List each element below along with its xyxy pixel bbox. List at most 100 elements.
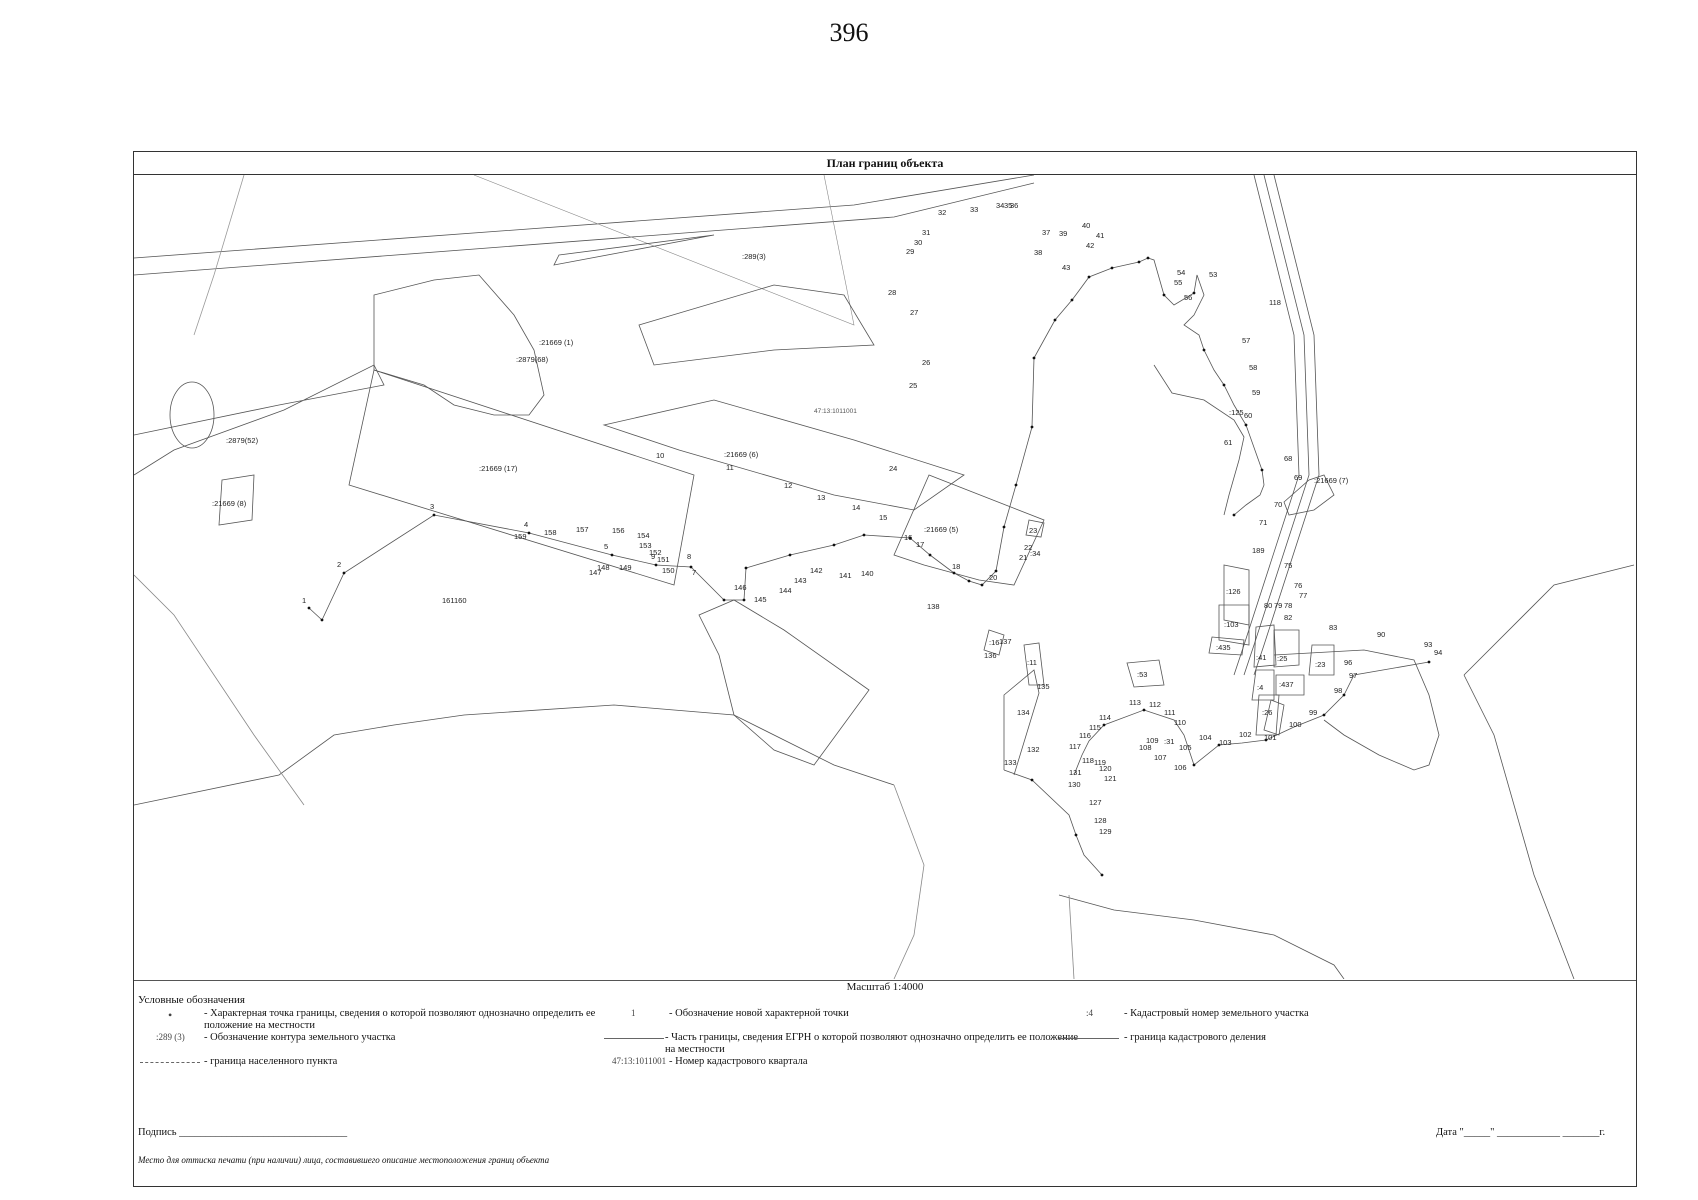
svg-text:12: 12 [784, 481, 792, 490]
svg-text:60: 60 [1244, 411, 1252, 420]
parcel-label: :125 [1229, 408, 1244, 417]
svg-text:82: 82 [1284, 613, 1292, 622]
parcel-label: :25 [1277, 654, 1287, 663]
svg-text:161: 161 [442, 596, 455, 605]
parcel-label: :21669 (5) [924, 525, 959, 534]
svg-text:141: 141 [839, 571, 852, 580]
svg-text:118: 118 [1269, 298, 1281, 307]
svg-text:43: 43 [1062, 263, 1070, 272]
svg-text:97: 97 [1349, 671, 1357, 680]
svg-text:142: 142 [810, 566, 823, 575]
svg-text:41: 41 [1096, 231, 1104, 240]
cadastral-quarter-label: 47:13:1011001 [814, 408, 857, 415]
svg-text:110: 110 [1174, 718, 1186, 727]
svg-text:80: 80 [1264, 601, 1272, 610]
parcel-label: :435 [1216, 643, 1231, 652]
svg-text:56: 56 [1184, 293, 1192, 302]
legend-egrn: - Часть границы, сведения ЕГРН о которой… [665, 1032, 1078, 1055]
svg-text:28: 28 [888, 288, 896, 297]
svg-text:11: 11 [726, 463, 734, 472]
parcel-label: :21669 (8) [212, 499, 247, 508]
svg-text:129: 129 [1099, 827, 1112, 836]
svg-text:27: 27 [910, 308, 918, 317]
svg-text:15: 15 [879, 513, 887, 522]
parcel-label: :2879(52) [226, 436, 259, 445]
svg-text:20: 20 [989, 573, 997, 582]
svg-text:57: 57 [1242, 336, 1250, 345]
svg-text:78: 78 [1284, 601, 1292, 610]
svg-text:150: 150 [662, 566, 675, 575]
svg-text:59: 59 [1252, 388, 1260, 397]
svg-text:138: 138 [927, 602, 940, 611]
cad-division-line-icon [1059, 1038, 1119, 1039]
svg-text:2: 2 [337, 560, 341, 569]
svg-text:94: 94 [1434, 648, 1442, 657]
svg-text:53: 53 [1209, 270, 1217, 279]
svg-text:32: 32 [938, 208, 946, 217]
svg-text:157: 157 [576, 525, 589, 534]
svg-text:100: 100 [1289, 720, 1302, 729]
svg-text:79: 79 [1274, 601, 1282, 610]
svg-text:68: 68 [1284, 454, 1292, 463]
legend-new-point-symbol: 1 [631, 1008, 636, 1018]
parcel-label: :31 [1164, 737, 1174, 746]
svg-text:154: 154 [637, 531, 650, 540]
svg-text:133: 133 [1004, 758, 1017, 767]
svg-text:77: 77 [1299, 591, 1307, 600]
plan-title: План границ объекта [134, 152, 1636, 175]
svg-text:69: 69 [1294, 473, 1302, 482]
svg-text:1: 1 [302, 596, 306, 605]
legend-new-point: - Обозначение новой характерной точки [669, 1008, 849, 1019]
svg-text:131: 131 [1069, 768, 1082, 777]
svg-text:33: 33 [970, 205, 978, 214]
svg-text:24: 24 [889, 464, 897, 473]
svg-text:34: 34 [996, 201, 1004, 210]
svg-text:113: 113 [1129, 698, 1141, 707]
svg-text:130: 130 [1068, 780, 1081, 789]
parcel-label: :11 [1027, 658, 1037, 667]
parcel-label: :34 [1030, 549, 1040, 558]
svg-text:25: 25 [909, 381, 917, 390]
svg-text:39: 39 [1059, 229, 1067, 238]
svg-text:4: 4 [524, 520, 528, 529]
svg-text:22: 22 [1024, 543, 1032, 552]
svg-text:5: 5 [604, 542, 608, 551]
svg-text:76: 76 [1294, 581, 1302, 590]
svg-text:90: 90 [1377, 630, 1385, 639]
parcel-label: :21669 (7) [1314, 476, 1349, 485]
svg-text:115: 115 [1089, 723, 1101, 732]
svg-text:189: 189 [1252, 546, 1265, 555]
svg-text:146: 146 [734, 583, 747, 592]
svg-text:83: 83 [1329, 623, 1337, 632]
svg-text:109: 109 [1146, 736, 1159, 745]
svg-text:117: 117 [1069, 742, 1081, 751]
svg-text:18: 18 [952, 562, 960, 571]
contour-lines [134, 175, 1635, 979]
svg-text:9: 9 [651, 552, 655, 561]
point-symbol-icon: • [168, 1008, 173, 1022]
svg-text:31: 31 [922, 228, 930, 237]
parcel-label: :23 [1315, 660, 1325, 669]
svg-text:156: 156 [612, 526, 625, 535]
svg-text:99: 99 [1309, 708, 1317, 717]
svg-text:148: 148 [597, 563, 610, 572]
scale-label: Масштаб 1:4000 [846, 981, 924, 993]
svg-text:17: 17 [916, 540, 924, 549]
svg-text:104: 104 [1199, 733, 1212, 742]
svg-text:136: 136 [984, 651, 997, 660]
svg-text:114: 114 [1099, 713, 1111, 722]
legend-area: Масштаб 1:4000 Условные обозначения • - … [134, 980, 1636, 1187]
svg-text:103: 103 [1219, 738, 1232, 747]
parcel-label: :26 [1262, 708, 1272, 717]
parcel-label: :103 [1224, 620, 1239, 629]
svg-text:140: 140 [861, 569, 874, 578]
signature-line[interactable]: Подпись ________________________________ [138, 1127, 348, 1138]
svg-text:158: 158 [544, 528, 557, 537]
date-line[interactable]: Дата "_____" ____________ _______г. [1436, 1127, 1606, 1138]
parcel-labels: :289(3) :21669 (1) :2879(68) :2879(52) :… [212, 252, 1349, 746]
svg-text:151: 151 [657, 555, 670, 564]
svg-text:55: 55 [1174, 278, 1182, 287]
parcel-label: :21669 (6) [724, 450, 759, 459]
